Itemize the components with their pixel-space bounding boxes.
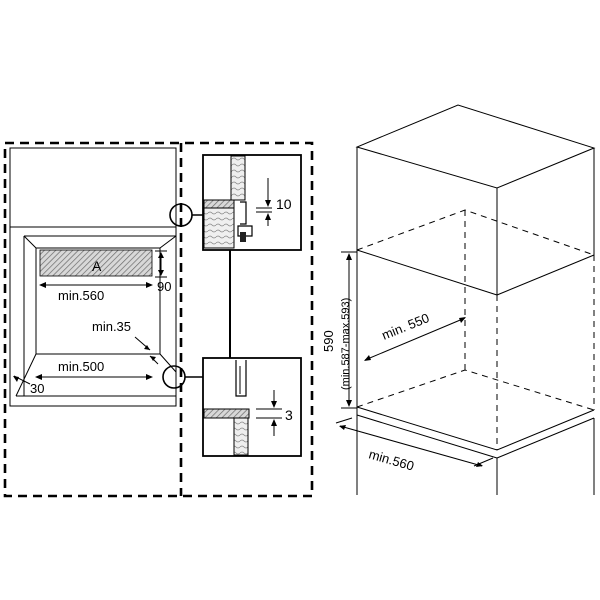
dim-90	[155, 250, 167, 278]
detail-top-hatch	[203, 199, 235, 209]
niche-perspective	[15, 235, 177, 397]
dim-min35-arrows	[134, 336, 159, 365]
dim-3-label: 3	[285, 407, 293, 423]
detail-top: 10	[192, 154, 302, 251]
dim-min500-label: min.500	[58, 359, 104, 374]
dim-30-label: 30	[30, 381, 44, 396]
detail-bottom: 3	[185, 357, 302, 457]
dim-min35-label: min.35	[92, 319, 131, 334]
section-a-label: A	[92, 258, 102, 274]
dim-590-label: 590	[321, 330, 336, 352]
dim-590	[341, 251, 357, 409]
front-view: A 90 min.560 min.35 min.500	[3, 141, 314, 498]
dim-min550-label: min. 550	[380, 310, 432, 343]
section-a-hatch	[39, 249, 153, 277]
outer-dashed-frame	[3, 141, 314, 498]
dim-min560-top	[39, 282, 153, 288]
dim-30	[13, 375, 31, 385]
detail-bottom-wood	[233, 417, 249, 456]
detail-top-wood	[230, 155, 246, 201]
dim-590-range-label: (min.587-max.593)	[340, 298, 352, 390]
detail-bottom-hatch	[203, 408, 250, 419]
dim-min500	[35, 374, 153, 380]
dim-10-label: 10	[276, 196, 292, 212]
dim-min560-top-label: min.560	[58, 288, 104, 303]
dim-min560-bottom	[335, 417, 494, 467]
dim-min560-bottom-label: min.560	[367, 446, 416, 473]
cabinet-3d: 590 (min.587-max.593) min. 550 min.560	[321, 104, 596, 495]
dim-min550	[364, 317, 466, 361]
dim-90-label: 90	[157, 279, 171, 294]
